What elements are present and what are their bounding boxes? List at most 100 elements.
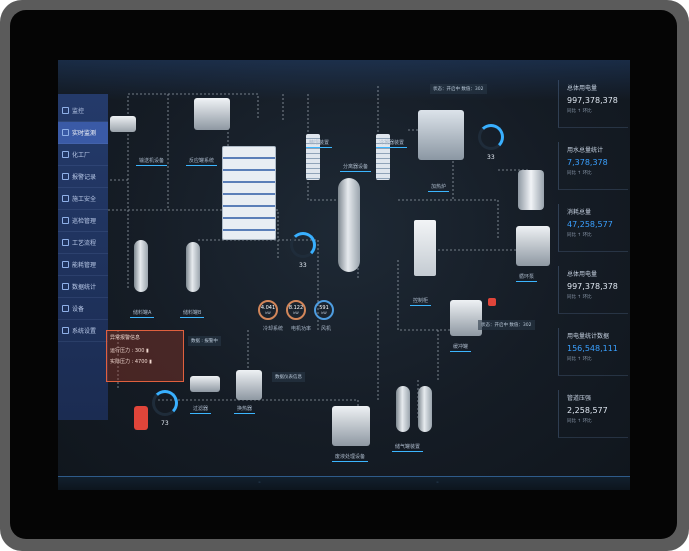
alarm-panel[interactable]: 异常报警信息 运行压力 : 300 ▮ 实际压力 : 4700 ▮: [106, 330, 184, 382]
stat-label: 用水总量统计: [567, 147, 604, 154]
sidebar-item-settings[interactable]: 系统设置: [58, 320, 108, 342]
sidebar-item-monitor[interactable]: 监控: [58, 100, 108, 122]
meter-info-box: 数据仪表信息: [272, 372, 305, 382]
storage-tank-b[interactable]: [186, 242, 200, 292]
gauge-dial: [290, 232, 316, 258]
sidebar-item-device[interactable]: 设备: [58, 298, 108, 320]
sidebar-item-safety[interactable]: 施工安全: [58, 188, 108, 210]
sidebar-item-label: 能耗管理: [72, 262, 97, 269]
sidebar-item-alarms[interactable]: 报警记录: [58, 166, 108, 188]
equipment-label: 过滤器: [190, 404, 212, 414]
alarm-valve-icon[interactable]: [134, 406, 148, 430]
sidebar-item-label: 数据统计: [72, 284, 97, 291]
bottom-status-bar: ◦ ◦: [58, 476, 630, 490]
equipment-label: 废液处理设备: [332, 452, 369, 462]
stat-value: 7,378,378: [567, 158, 608, 167]
top-glow: [58, 60, 630, 100]
menu-icon: [62, 173, 69, 180]
menu-icon: [62, 283, 69, 290]
bottom-marker-icon: ◦: [258, 480, 261, 486]
sidebar-item-label: 实时监测: [72, 130, 97, 137]
stat-value: 47,258,577: [567, 220, 613, 229]
reactor-unit[interactable]: [194, 98, 230, 130]
gauge-dial: [478, 124, 504, 150]
sidebar-item-energy[interactable]: 能耗管理: [58, 254, 108, 276]
equipment-label: 加热炉: [428, 182, 450, 192]
stat-trend: 同比 ↑ 环比: [567, 171, 592, 176]
equipment-label: 换热器: [234, 404, 256, 414]
condenser-column[interactable]: [376, 134, 390, 180]
equipment-label: 储气罐装置: [392, 442, 424, 452]
status-info-box: 数据 : 报警中: [188, 336, 221, 346]
stats-panel: 总体用电量 997,378,378 同比 ↑ 环比 用水总量统计 7,378,3…: [558, 74, 628, 464]
condenser-tower[interactable]: [222, 146, 276, 240]
buffer-tank[interactable]: [450, 300, 482, 336]
control-cabinet[interactable]: [414, 220, 436, 276]
sidebar-item-process[interactable]: 工艺流程: [58, 232, 108, 254]
equipment-label: 分离器设备: [340, 162, 372, 172]
indicator-unit: kW: [265, 311, 271, 315]
heat-exchanger[interactable]: [236, 370, 262, 400]
stat-trend: 同比 ↑ 环比: [567, 419, 592, 424]
stat-trend: 同比 ↑ 环比: [567, 295, 592, 300]
storage-tank-a[interactable]: [134, 240, 148, 292]
cooling-tower[interactable]: [518, 170, 544, 210]
sidebar-item-label: 设备: [72, 306, 85, 313]
stat-card[interactable]: 总体用电量 997,378,378 同比 ↑ 环比: [558, 80, 628, 128]
stat-label: 用电量统计数据: [567, 333, 610, 340]
equipment-label: 循环泵: [516, 272, 538, 282]
equipment-label: 冷凝器装置: [376, 138, 408, 148]
stat-value: 2,258,577: [567, 406, 608, 415]
menu-icon: [62, 327, 69, 334]
gas-tank-1[interactable]: [396, 386, 410, 432]
stat-label: 消耗总量: [567, 209, 592, 216]
sidebar-item-label: 监控: [72, 108, 85, 115]
stat-card[interactable]: 总体用电量 997,378,378 同比 ↑ 环比: [558, 266, 628, 314]
equipment-label: 精馏装置: [306, 138, 333, 148]
indicator-label: 冷却系统: [263, 326, 284, 332]
stat-trend: 同比 ↑ 环比: [567, 109, 592, 114]
menu-icon: [62, 107, 69, 114]
circulation-pump[interactable]: [516, 226, 550, 266]
menu-icon: [62, 261, 69, 268]
separator-tank[interactable]: [338, 178, 360, 272]
sidebar-item-plant[interactable]: 化工厂: [58, 144, 108, 166]
indicator-value: 8.122: [288, 305, 304, 311]
conveyor-machine[interactable]: [110, 116, 136, 132]
sidebar-item-label: 施工安全: [72, 196, 97, 203]
scada-screen: 监控 实时监测 化工厂 报警记录 施工安全 巡检管理 工艺流程 能耗管理 数据统…: [58, 60, 630, 490]
menu-icon: [62, 239, 69, 246]
indicator-value: 4.041: [260, 305, 276, 311]
valve-icon[interactable]: [488, 298, 496, 306]
sidebar-item-label: 工艺流程: [72, 240, 97, 247]
stat-card[interactable]: 管道压强 2,258,577 同比 ↑ 环比: [558, 390, 628, 438]
sidebar-item-inspection[interactable]: 巡检管理: [58, 210, 108, 232]
stat-card[interactable]: 用电量统计数据 156,548,111 同比 ↑ 环比: [558, 328, 628, 376]
indicator-label: 电机功率: [291, 326, 312, 332]
indicator-unit: kW: [293, 311, 299, 315]
stat-label: 管道压强: [567, 395, 592, 402]
gas-tank-2[interactable]: [418, 386, 432, 432]
stat-value: 156,548,111: [567, 344, 618, 353]
stat-value: 997,378,378: [567, 96, 618, 105]
status-info-box: 状态：开启中 数值：302: [430, 84, 487, 94]
sidebar-item-realtime[interactable]: 实时监测: [58, 122, 108, 144]
sidebar-item-stats[interactable]: 数据统计: [58, 276, 108, 298]
equipment-label: 缓冲罐: [450, 342, 472, 352]
waste-treatment-unit[interactable]: [332, 406, 370, 446]
filter-unit[interactable]: [190, 376, 220, 392]
stat-card[interactable]: 用水总量统计 7,378,378 同比 ↑ 环比: [558, 142, 628, 190]
indicator-unit: kW: [321, 311, 327, 315]
status-info-box: 状态：开启中 数值：302: [478, 320, 535, 330]
menu-icon: [62, 129, 69, 136]
gauge-value: 33: [487, 154, 495, 161]
stat-trend: 同比 ↑ 环比: [567, 357, 592, 362]
gauge-value: 33: [299, 262, 307, 269]
distiller-column[interactable]: [306, 134, 320, 180]
alarm-line: 运行压力 : 300 ▮: [110, 348, 149, 354]
heating-furnace[interactable]: [418, 110, 464, 160]
power-indicator: 4.041 kW: [258, 300, 278, 320]
sidebar-item-label: 系统设置: [72, 328, 97, 335]
stat-card[interactable]: 消耗总量 47,258,577 同比 ↑ 环比: [558, 204, 628, 252]
menu-icon: [62, 305, 69, 312]
